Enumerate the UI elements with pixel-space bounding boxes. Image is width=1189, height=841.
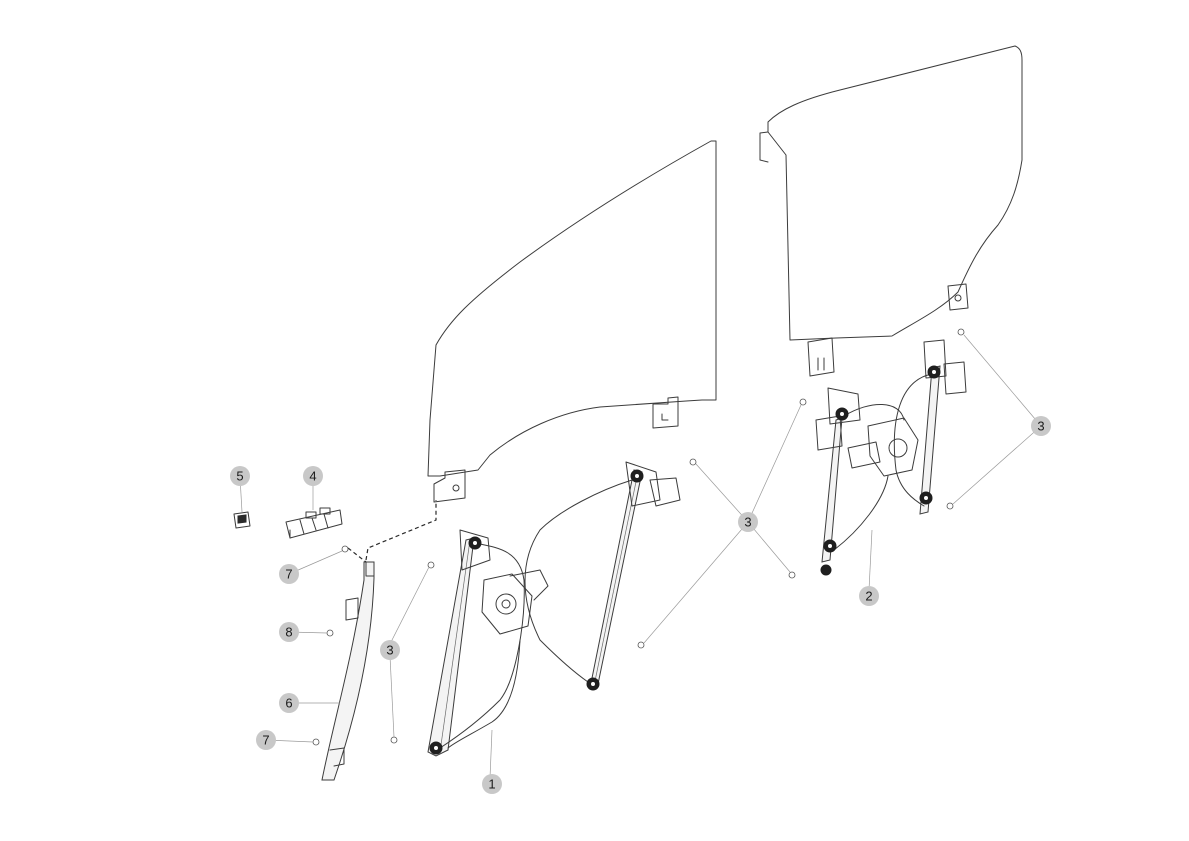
- nut-3-center-a: [689, 458, 697, 466]
- callout-4-label: 4: [309, 469, 316, 484]
- master-window-switch: [285, 507, 343, 539]
- front-door-glass: [427, 140, 717, 503]
- nut-3-front-a: [427, 561, 435, 569]
- front-glass-run-channel: [321, 561, 375, 781]
- callout-6: 6: [279, 693, 299, 713]
- callout-8: 8: [279, 622, 299, 642]
- screw-7-top: [341, 545, 349, 553]
- callout-5-label: 5: [236, 469, 243, 484]
- screw-8: [326, 629, 334, 637]
- dashed-connection-line: [365, 500, 437, 561]
- callout-7-top-label: 7: [285, 567, 292, 582]
- fasteners: [312, 328, 965, 746]
- callout-1: 1: [482, 774, 502, 794]
- callout-3-front-label: 3: [386, 643, 393, 658]
- callout-7-top: 7: [279, 564, 299, 584]
- nut-3-rear-a: [957, 328, 965, 336]
- callout-3-center: 3: [738, 512, 758, 532]
- screw-7-bottom: [312, 738, 320, 746]
- callout-3-center-label: 3: [744, 515, 751, 530]
- nut-3-center-d: [788, 571, 796, 579]
- nut-3-front-b: [390, 736, 398, 744]
- callout-5: 5: [230, 466, 250, 486]
- rear-door-glass: [759, 45, 1023, 377]
- callout-3-rear: 3: [1031, 416, 1051, 436]
- callout-3-rear-label: 3: [1037, 419, 1044, 434]
- callout-4: 4: [303, 466, 323, 486]
- callout-2: 2: [859, 586, 879, 606]
- rear-window-regulator: [815, 339, 967, 576]
- leader-lines: [239, 334, 1042, 779]
- callout-7-bottom: 7: [256, 730, 276, 750]
- callout-7-bottom-label: 7: [262, 733, 269, 748]
- single-window-switch: [233, 511, 251, 529]
- front-window-regulator: [427, 461, 681, 757]
- callout-8-label: 8: [285, 625, 292, 640]
- nut-3-rear-b: [946, 502, 954, 510]
- nut-3-center-c: [799, 398, 807, 406]
- nut-3-center-b: [637, 641, 645, 649]
- callout-2-label: 2: [865, 589, 872, 604]
- callout-3-front: 3: [380, 640, 400, 660]
- callout-1-label: 1: [488, 777, 495, 792]
- dashed-connection-line-2: [347, 547, 367, 563]
- callout-6-label: 6: [285, 696, 292, 711]
